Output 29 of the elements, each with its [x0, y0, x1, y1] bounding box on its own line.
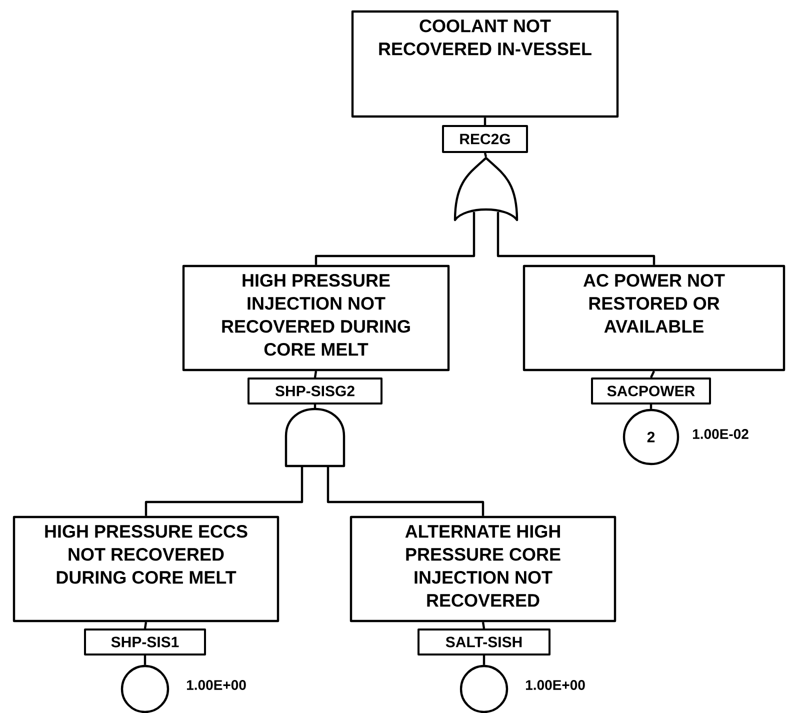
probability-label: 1.00E-02: [692, 429, 748, 439]
connector-line: [144, 656, 146, 665]
event-box: HIGH PRESSURE ECCS NOT RECOVERED DURING CORE MELT: [12, 516, 280, 622]
probability-label: 1.00E+00: [186, 680, 246, 690]
event-box: AC POWER NOT RESTORED OR AVAILABLE: [522, 264, 786, 372]
event-box: HIGH PRESSURE INJECTION NOT RECOVERED DURING CORE MELT: [182, 264, 450, 372]
or-gate: [454, 156, 518, 222]
connector-line: [484, 118, 486, 125]
gate-label-box: SHP-SIS1: [84, 628, 206, 656]
connector-line: [650, 370, 655, 378]
gate-label-box: SACPOWER: [591, 378, 711, 404]
gate-label-box: REC2G: [442, 125, 528, 153]
event-box: COOLANT NOT RECOVERED IN-VESSEL: [351, 10, 619, 118]
event-box: ALTERNATE HIGH PRESSURE CORE INJECTION NOT RECOVERED: [350, 516, 616, 622]
probability-label: 1.00E+00: [526, 680, 585, 690]
connector-line: [144, 466, 304, 516]
connector-line: [314, 212, 476, 265]
connector-line: [482, 622, 486, 629]
connector-line: [496, 212, 656, 265]
connector-line: [650, 404, 652, 409]
and-gate: [284, 408, 346, 468]
connector-line: [484, 152, 488, 158]
connector-line: [326, 466, 484, 516]
gate-label-box: SALT-SISH: [418, 628, 550, 656]
connector-line: [144, 622, 148, 629]
gate-label-box: SHP-SISG2: [248, 378, 382, 404]
connector-line: [314, 370, 318, 378]
connector-line: [482, 656, 486, 665]
connector-line: [314, 404, 316, 409]
